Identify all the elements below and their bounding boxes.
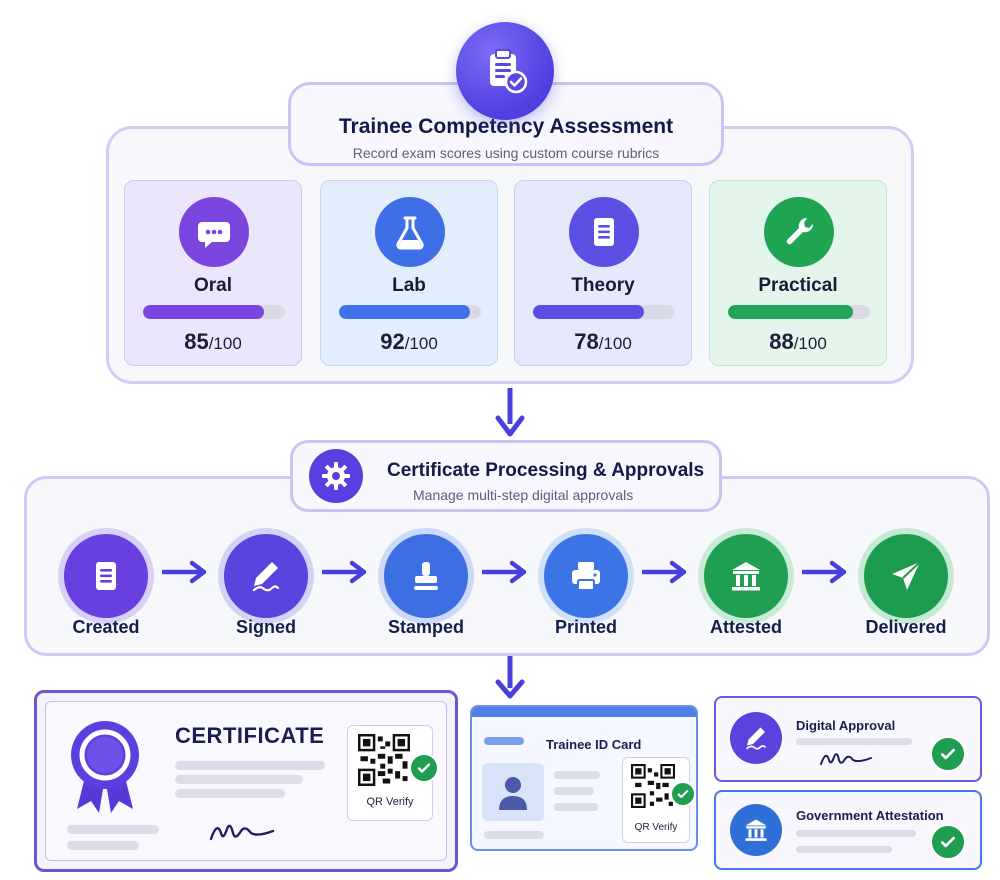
qr-verify-box[interactable]: QR Verify [622,757,690,843]
arrow-right-icon [640,558,690,586]
arrow-down-icon [495,656,525,700]
id-card[interactable]: Trainee ID Card QR Verify [470,705,698,851]
score-bar [533,305,675,319]
bank-icon [704,534,788,618]
processing-title: Certificate Processing & Approvals [387,460,705,481]
document-icon [569,197,639,267]
arrow-right-icon [480,558,530,586]
arrow-down-icon [495,386,525,438]
step-printed[interactable]: Printed [538,528,634,637]
text-line [796,738,912,745]
user-avatar-icon [482,763,544,821]
digital-approval-card[interactable]: Digital Approval [714,696,982,782]
check-icon [930,824,966,860]
step-label: Stamped [387,617,465,637]
wrench-icon [764,197,834,267]
qr-label: QR Verify [634,822,678,833]
score-value: 85/100 [184,329,242,354]
score-value: 88/100 [769,329,827,354]
qr-code-icon [358,734,410,786]
processing-header: Certificate Processing & Approvals Manag… [290,440,722,512]
text-line [175,789,285,798]
qr-label: QR Verify [366,796,414,808]
score-bar [728,305,870,319]
pen-icon [730,712,782,764]
check-icon [670,781,696,807]
gear-icon [309,449,363,503]
step-attested[interactable]: Attested [698,528,794,637]
clipboard-check-icon [456,22,554,120]
signature-icon [207,817,307,854]
score-card-lab[interactable]: Lab 92/100 [320,180,498,366]
step-label: Printed [554,617,617,637]
text-line [554,771,600,779]
step-label: Signed [235,617,296,637]
score-value: 92/100 [380,329,438,354]
text-line [484,737,524,745]
text-line [796,830,916,837]
step-stamped[interactable]: Stamped [378,528,474,637]
score-name: Oral [193,275,233,296]
text-line [67,841,139,850]
score-card-practical[interactable]: Practical 88/100 [709,180,887,366]
check-icon [409,753,439,783]
id-card-heading: Trainee ID Card [546,737,642,752]
assessment-header: Trainee Competency Assessment Record exa… [288,82,724,166]
assessment-title: Trainee Competency Assessment [338,115,674,138]
step-signed[interactable]: Signed [218,528,314,637]
certificate-card[interactable]: CERTIFICATE QR Verify [34,690,458,872]
step-label: Created [72,617,140,637]
step-delivered[interactable]: Delivered [858,528,954,637]
score-card-theory[interactable]: Theory 78/100 [514,180,692,366]
text-line [175,761,325,770]
text-line [67,825,159,834]
signature-icon [818,746,898,777]
qr-code-icon [631,764,675,808]
score-value: 78/100 [574,329,632,354]
arrow-right-icon [320,558,370,586]
flask-icon [375,197,445,267]
government-attestation-title: Government Attestation [796,808,944,823]
score-bar [339,305,481,319]
step-created[interactable]: Created [58,528,154,637]
send-icon [864,534,948,618]
step-label: Delivered [865,617,947,637]
score-name: Practical [758,275,838,296]
check-icon [930,736,966,772]
arrow-right-icon [160,558,210,586]
stamp-icon [384,534,468,618]
score-name: Lab [392,275,426,296]
assessment-subtitle: Record exam scores using custom course r… [352,145,660,161]
arrow-right-icon [800,558,850,586]
text-line [796,846,892,853]
document-icon [64,534,148,618]
processing-subtitle: Manage multi-step digital approvals [413,487,634,503]
award-ribbon-icon [67,717,143,822]
printer-icon [544,534,628,618]
bank-icon [730,804,782,856]
text-line [554,803,598,811]
score-card-oral[interactable]: Oral 85/100 [124,180,302,366]
chat-icon [179,197,249,267]
government-attestation-card[interactable]: Government Attestation [714,790,982,870]
text-line [175,775,303,784]
digital-approval-title: Digital Approval [796,718,896,733]
text-line [484,831,544,839]
certificate-heading: CERTIFICATE [175,723,325,748]
step-label: Attested [709,617,782,637]
score-name: Theory [571,275,635,296]
text-line [554,787,594,795]
pen-icon [224,534,308,618]
score-bar [143,305,285,319]
